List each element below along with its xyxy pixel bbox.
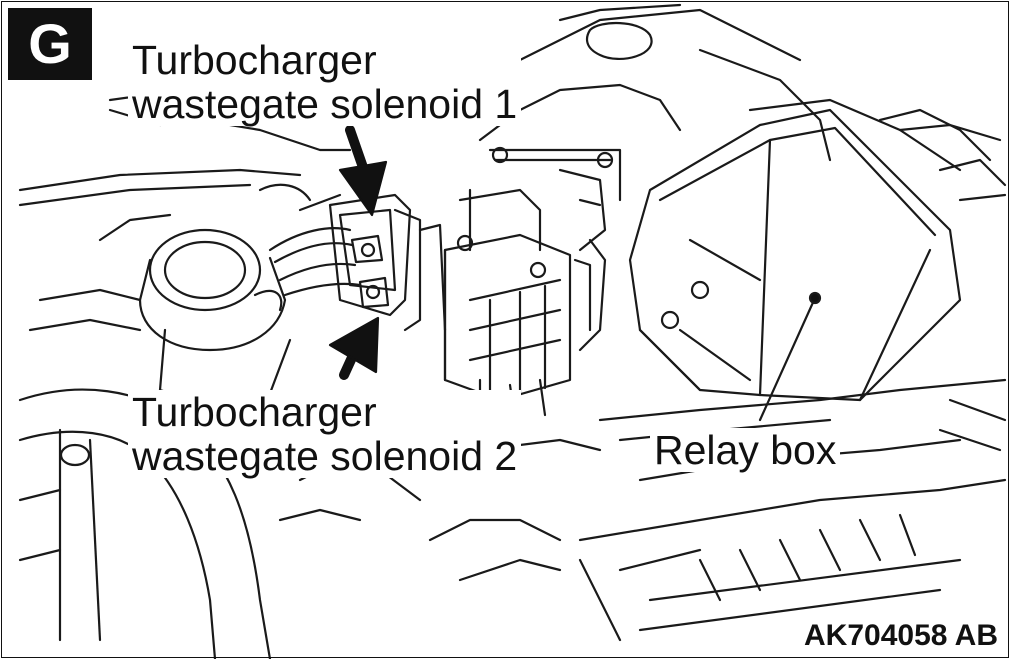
- figure-code: AK704058 AB: [802, 619, 1000, 653]
- arrow-solenoid-1: [338, 125, 388, 217]
- pointer-arrows: [328, 125, 822, 422]
- solenoid-1-label-line2: wastegate solenoid 1: [132, 81, 518, 127]
- wiring-harness: [258, 183, 362, 297]
- solenoid-2-label: Turbocharger wastegate solenoid 2: [128, 389, 522, 479]
- relay-box-label-text: Relay box: [654, 427, 837, 473]
- relay-box-leader-line: [758, 291, 822, 422]
- figure-letter: G: [28, 12, 72, 75]
- relay-box-shape: [628, 108, 962, 402]
- wastegate-solenoids: [328, 193, 447, 332]
- arrow-solenoid-2: [328, 316, 380, 380]
- relay-box-label: Relay box: [650, 427, 841, 473]
- solenoid-2-label-line1: Turbocharger: [132, 389, 377, 435]
- solenoid-1-label-line1: Turbocharger: [132, 37, 377, 83]
- solenoid-2-label-line2: wastegate solenoid 2: [132, 433, 518, 479]
- figure-letter-badge: G: [8, 8, 92, 80]
- center-component: [443, 146, 622, 422]
- solenoid-1-label: Turbocharger wastegate solenoid 1: [128, 37, 522, 127]
- upper-engine-structure: [18, 3, 1007, 212]
